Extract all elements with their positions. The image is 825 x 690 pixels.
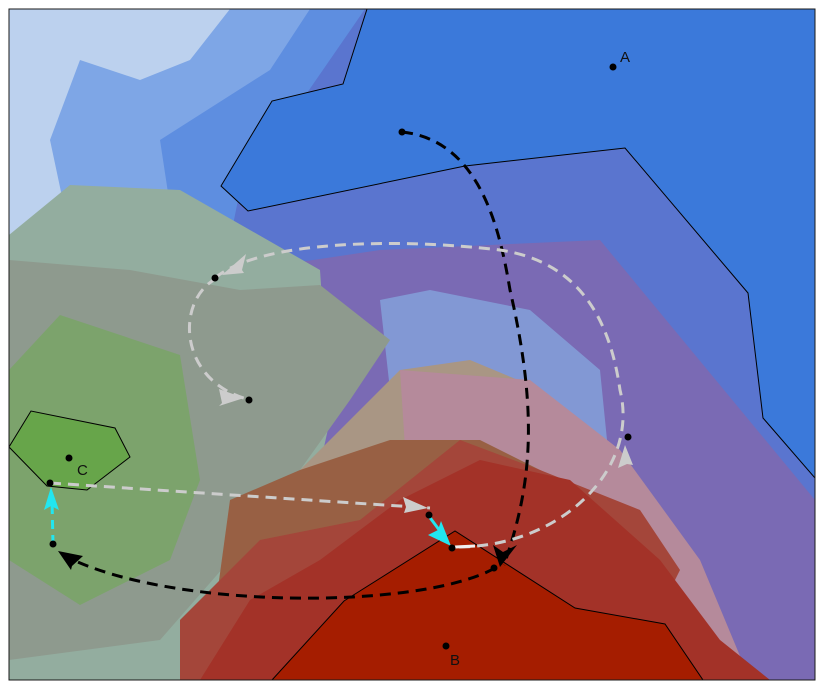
waypoint[interactable]	[425, 511, 433, 519]
gray-arrowhead-2	[618, 445, 633, 468]
label-b: B	[450, 652, 460, 669]
cyan-arrowhead-2	[428, 521, 451, 546]
label-a: A	[620, 49, 630, 66]
gray-path-straight	[49, 481, 431, 510]
waypoint[interactable]	[49, 540, 57, 548]
cyan-arrowhead-1	[44, 487, 59, 510]
black-path-2	[64, 554, 496, 600]
waypoint[interactable]	[398, 128, 406, 136]
waypoint[interactable]	[490, 564, 498, 572]
region-a[interactable]	[220, 9, 815, 479]
waypoint[interactable]	[46, 479, 54, 487]
gray-path-hook	[188, 276, 248, 401]
region-c[interactable]	[9, 410, 131, 491]
black-arrowhead-1	[493, 545, 517, 567]
region-b[interactable]	[271, 530, 704, 680]
waypoint[interactable]	[245, 396, 253, 404]
waypoint[interactable]	[624, 433, 632, 441]
gray-arrowhead-1	[222, 254, 246, 275]
label-c: C	[77, 462, 88, 479]
cyan-path-1	[50, 499, 55, 545]
gray-arrowhead-3	[219, 389, 244, 406]
black-arrowhead-2	[58, 551, 83, 570]
white-path-short	[454, 544, 476, 549]
frame-border	[8, 8, 816, 681]
gray-arrowhead-4	[403, 497, 428, 513]
waypoint[interactable]	[448, 544, 456, 552]
point-b[interactable]	[442, 642, 450, 650]
point-c[interactable]	[65, 454, 73, 462]
waypoint[interactable]	[211, 274, 219, 282]
point-a[interactable]	[609, 63, 617, 71]
gray-path-loop	[214, 241, 625, 549]
black-path-1	[401, 130, 530, 566]
